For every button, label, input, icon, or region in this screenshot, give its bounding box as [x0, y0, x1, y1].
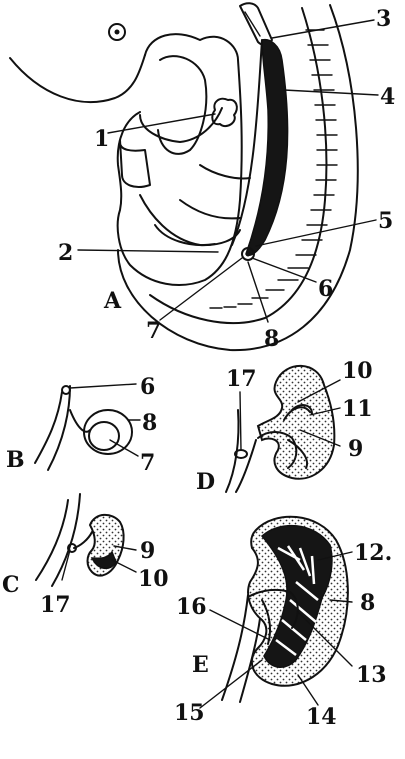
letter-a: A [103, 288, 122, 314]
figure-letters: A B C D E [2, 288, 215, 678]
letter-b: B [6, 447, 25, 473]
label-8: 8 [264, 326, 279, 352]
label-c-17: 17 [40, 592, 71, 618]
label-d-10: 10 [342, 358, 373, 384]
label-b-6: 6 [140, 374, 155, 400]
label-5: 5 [378, 208, 393, 234]
label-3: 3 [376, 6, 391, 32]
panel-e-kidney [199, 515, 353, 709]
panel-d-kidney [225, 364, 341, 493]
label-d-17: 17 [226, 366, 257, 392]
label-6: 6 [318, 276, 333, 302]
label-b-7: 7 [140, 450, 155, 476]
label-e-13: 13 [356, 662, 387, 688]
panel-c-kidney [35, 493, 137, 587]
label-e-15: 15 [174, 700, 205, 726]
embryo-outer-contour [116, 33, 243, 286]
label-e-8: 8 [360, 590, 375, 616]
letter-d: D [196, 469, 215, 495]
letter-e: E [192, 652, 209, 678]
label-c-10: 10 [138, 566, 169, 592]
label-d-11: 11 [342, 396, 373, 422]
label-b-8: 8 [142, 410, 157, 436]
letter-c: C [2, 572, 20, 598]
wolffian-duct [245, 38, 289, 256]
panel-b-ureteric-bud [34, 383, 141, 471]
label-2: 2 [58, 240, 73, 266]
label-c-9: 9 [140, 538, 155, 564]
label-e-16: 16 [176, 594, 207, 620]
small-circle-symbol [108, 23, 126, 41]
label-d-9: 9 [348, 436, 363, 462]
label-1: 1 [94, 126, 109, 152]
label-7: 7 [146, 318, 161, 344]
label-e-14: 14 [306, 704, 337, 730]
label-e-12: 12. [354, 540, 392, 566]
panel-a-leaders [77, 19, 379, 323]
panel-a-embryo [9, 2, 359, 352]
part-number-labels: 1 2 3 4 5 6 7 8 6 8 7 9 10 17 17 10 11 9… [40, 6, 395, 730]
label-4: 4 [380, 84, 395, 110]
